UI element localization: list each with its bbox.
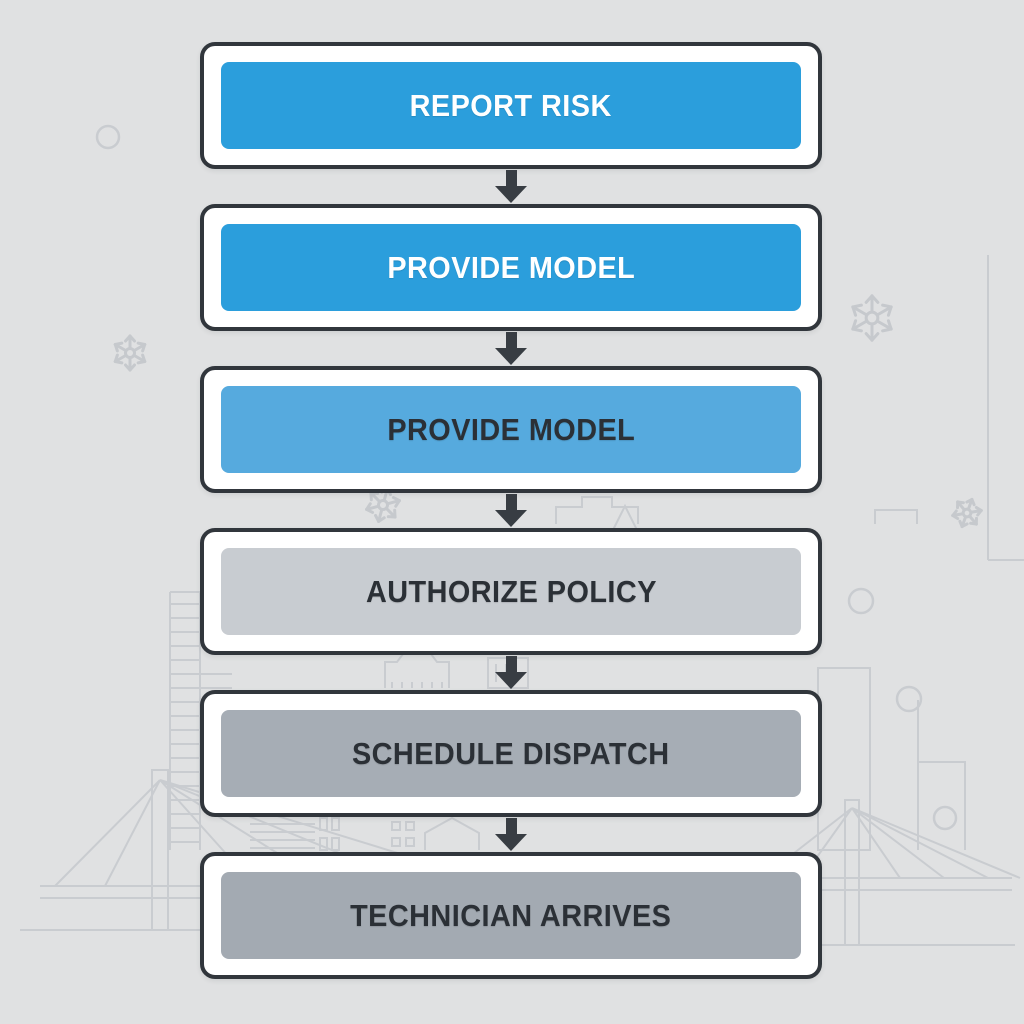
step-fill: SCHEDULE DISPATCH <box>221 710 801 797</box>
snowflake-icon <box>111 334 149 372</box>
step-fill: PROVIDE MODEL <box>221 224 801 311</box>
arrow-head <box>495 510 527 527</box>
step-fill: PROVIDE MODEL <box>221 386 801 473</box>
arrow-head <box>495 186 527 203</box>
step-label: PROVIDE MODEL <box>387 411 635 447</box>
circle-icon <box>934 807 956 829</box>
arrow-stem <box>505 818 517 834</box>
arrow-head <box>495 834 527 851</box>
step-fill: AUTHORIZE POLICY <box>221 548 801 635</box>
arrow-stem <box>505 494 517 510</box>
flow-step-provide-model-2: PROVIDE MODEL <box>200 366 822 493</box>
flow-step-technician-arrives: TECHNICIAN ARRIVES <box>200 852 822 979</box>
arrow-down-icon <box>495 169 527 204</box>
building-outline <box>556 497 917 524</box>
arrow-stem <box>505 656 517 672</box>
arrow-head <box>495 672 527 689</box>
arrow-stem <box>505 170 517 186</box>
step-label: PROVIDE MODEL <box>387 249 635 285</box>
arrow-down-icon <box>495 493 527 528</box>
arrow-down-icon <box>495 331 527 366</box>
flowchart: REPORT RISK PROVIDE MODEL PROVIDE MODEL … <box>200 42 822 979</box>
step-label: REPORT RISK <box>409 87 613 123</box>
arrow-down-icon <box>495 655 527 690</box>
step-label: SCHEDULE DISPATCH <box>352 735 670 771</box>
flow-step-provide-model: PROVIDE MODEL <box>200 204 822 331</box>
snowflake-icon <box>947 493 987 533</box>
flow-step-schedule-dispatch: SCHEDULE DISPATCH <box>200 690 822 817</box>
snowflake-icon <box>847 293 897 343</box>
step-label: TECHNICIAN ARRIVES <box>350 897 672 933</box>
flow-step-authorize-policy: AUTHORIZE POLICY <box>200 528 822 655</box>
circle-icon <box>897 687 921 711</box>
arrow-head <box>495 348 527 365</box>
arrow-down-icon <box>495 817 527 852</box>
arrow-stem <box>505 332 517 348</box>
circle-icon <box>97 126 119 148</box>
circle-icon <box>849 589 873 613</box>
flow-step-report-risk: REPORT RISK <box>200 42 822 169</box>
step-label: AUTHORIZE POLICY <box>365 573 657 609</box>
step-fill: TECHNICIAN ARRIVES <box>221 872 801 959</box>
step-fill: REPORT RISK <box>221 62 801 149</box>
